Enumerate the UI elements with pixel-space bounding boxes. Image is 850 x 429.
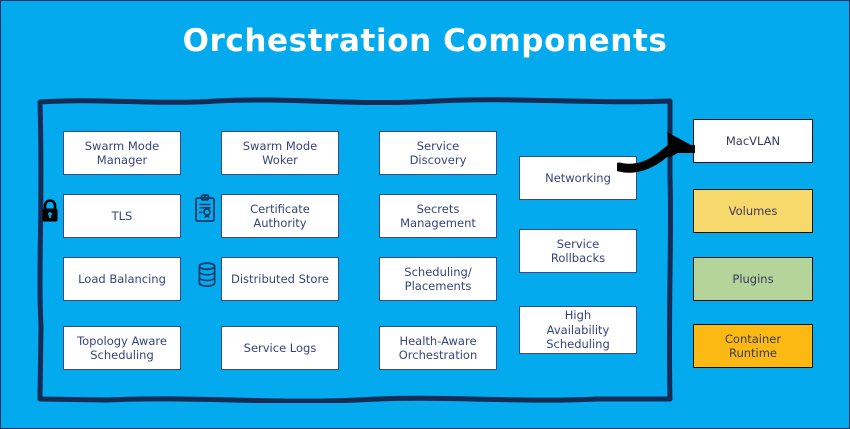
node-volumes[interactable]: Volumes — [693, 189, 813, 233]
node-certificate-authority[interactable]: Certificate Authority — [221, 194, 339, 238]
node-macvlan[interactable]: MacVLAN — [693, 119, 813, 163]
node-high-availability-scheduling[interactable]: High Availability Scheduling — [519, 306, 637, 354]
node-load-balancing[interactable]: Load Balancing — [63, 257, 181, 301]
lock-icon — [42, 199, 58, 222]
page-title: Orchestration Components — [182, 23, 668, 59]
certificate-icon — [195, 194, 215, 222]
node-scheduling-placements[interactable]: Scheduling/ Placements — [379, 257, 497, 301]
node-secrets-management[interactable]: Secrets Management — [379, 194, 497, 238]
node-service-logs[interactable]: Service Logs — [221, 326, 339, 370]
node-health-aware-orchestration[interactable]: Health-Aware Orchestration — [379, 326, 497, 370]
database-icon — [198, 262, 216, 287]
orchestration-frame — [37, 97, 673, 403]
node-swarm-mode-manager[interactable]: Swarm Mode Manager — [63, 131, 181, 175]
node-topology-aware-scheduling[interactable]: Topology Aware Scheduling — [63, 326, 181, 370]
node-networking[interactable]: Networking — [519, 156, 637, 200]
node-plugins[interactable]: Plugins — [693, 257, 813, 301]
node-service-rollbacks[interactable]: Service Rollbacks — [519, 229, 637, 273]
node-service-discovery[interactable]: Service Discovery — [379, 131, 497, 175]
node-container-runtime[interactable]: Container Runtime — [693, 324, 813, 368]
node-swarm-mode-woker[interactable]: Swarm Mode Woker — [221, 131, 339, 175]
node-distributed-store[interactable]: Distributed Store — [221, 257, 339, 301]
node-tls[interactable]: TLS — [63, 194, 181, 238]
